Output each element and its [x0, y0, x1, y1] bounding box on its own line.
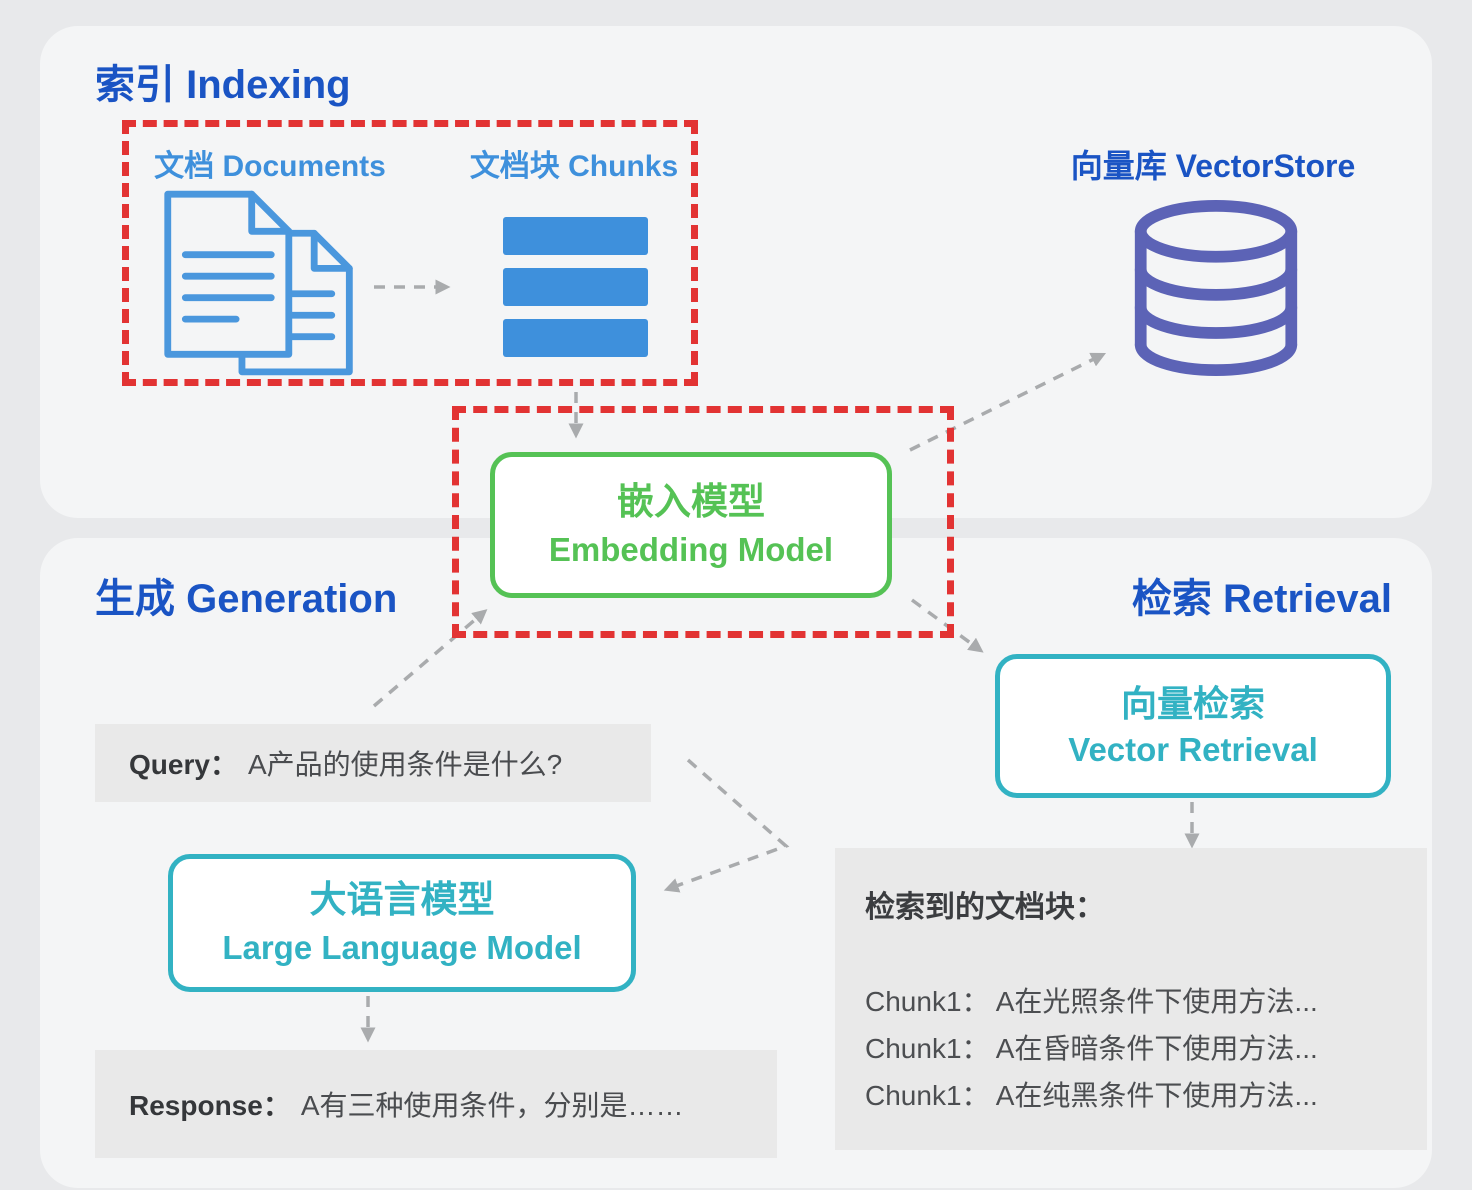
llm-zh-label: 大语言模型	[309, 879, 495, 920]
chunk-bar	[503, 217, 648, 255]
response-text: A有三种使用条件，分别是……	[300, 1090, 684, 1121]
query-text: A产品的使用条件是什么?	[247, 749, 563, 780]
vector-retrieval-zh-label: 向量检索	[1120, 682, 1265, 724]
retrieved-chunks-title: 检索到的文档块：	[865, 891, 1105, 924]
embedding-model-en-label: Embedding Model	[548, 530, 834, 568]
documents-label: 文档 Documents	[154, 150, 386, 183]
embedding-dashed-outline	[452, 406, 954, 638]
vectorstore-label: 向量库 VectorStore	[1070, 148, 1356, 184]
embedding-model-node: 嵌入模型 Embedding Model	[490, 452, 892, 598]
chunk-bar	[503, 319, 648, 357]
indexing-section-title: 索引 Indexing	[95, 63, 351, 107]
chunk-bars-icon	[503, 217, 648, 357]
embedding-model-zh-label: 嵌入模型	[617, 481, 765, 522]
llm-en-label: Large Language Model	[222, 928, 582, 966]
llm-node: 大语言模型 Large Language Model	[168, 854, 636, 992]
retrieved-chunks-box: 检索到的文档块： Chunk1： A在光照条件下使用方法... Chunk1： …	[835, 848, 1427, 1150]
chunk-bar	[503, 268, 648, 306]
indexing-dashed-outline	[122, 120, 698, 386]
query-label: Query：	[129, 749, 238, 780]
chunk-line: Chunk1： A在光照条件下使用方法...	[865, 986, 1318, 1017]
retrieval-section-title: 检索 Retrieval	[1131, 577, 1392, 621]
query-box: Query： A产品的使用条件是什么?	[95, 724, 651, 802]
vector-retrieval-node: 向量检索 Vector Retrieval	[995, 654, 1391, 798]
chunks-label: 文档块 Chunks	[469, 150, 679, 183]
database-icon	[1134, 200, 1298, 376]
chunk-line: Chunk1： A在昏暗条件下使用方法...	[865, 1033, 1318, 1064]
retrieved-chunk-list: Chunk1： A在光照条件下使用方法... Chunk1： A在昏暗条件下使用…	[865, 978, 1397, 1119]
chunk-line: Chunk1： A在纯黑条件下使用方法...	[865, 1080, 1318, 1111]
generation-section-title: 生成 Generation	[95, 577, 398, 621]
vector-retrieval-en-label: Vector Retrieval	[1068, 731, 1318, 769]
response-box: Response： A有三种使用条件，分别是……	[95, 1050, 777, 1158]
documents-icon	[164, 190, 353, 376]
response-label: Response：	[129, 1090, 291, 1121]
